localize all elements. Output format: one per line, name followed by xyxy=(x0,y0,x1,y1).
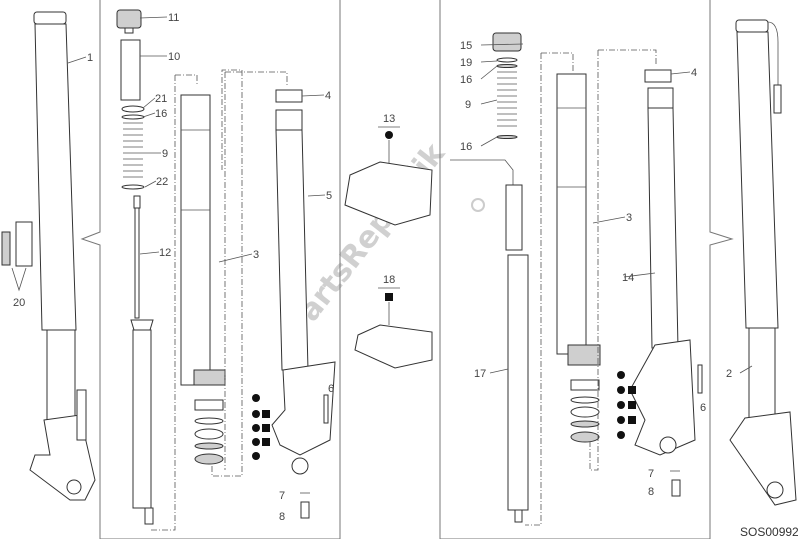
label-part-10: 10 xyxy=(168,51,180,63)
label-part-7: 7 xyxy=(279,490,285,502)
kit-circle-icon xyxy=(617,416,625,424)
part-16-ring-b xyxy=(496,135,518,139)
left-panel-frame xyxy=(80,0,341,539)
part-21-washer xyxy=(121,105,145,113)
label-part-13: 13 xyxy=(383,113,395,125)
part-11-cap xyxy=(116,9,142,34)
right-seal-kit-parts xyxy=(570,379,600,443)
fork-leg-left-assembly xyxy=(29,11,96,501)
label-part-21: 21 xyxy=(155,93,167,105)
kit-square-icon xyxy=(262,438,270,446)
kit-square-icon xyxy=(262,424,270,432)
part-13-kit xyxy=(344,126,433,226)
drawing-code: SOS00992 xyxy=(740,525,798,539)
label-part-16: 16 xyxy=(155,108,167,120)
kit-circle-icon xyxy=(252,452,260,460)
part-3-inner-tube xyxy=(180,94,226,386)
part-16-ring-a xyxy=(496,64,518,68)
part-5-outer-tube xyxy=(271,109,336,475)
label-part-17: 17 xyxy=(474,368,486,380)
label-part-6-right: 6 xyxy=(700,402,706,414)
label-part-7-right: 7 xyxy=(648,468,654,480)
label-part-14: 14 xyxy=(622,272,634,284)
part-6-pin xyxy=(323,394,329,424)
part-4-bush xyxy=(275,89,303,103)
part-6-pin-right xyxy=(697,364,703,394)
kit-circle-icon xyxy=(617,371,625,379)
label-part-12: 12 xyxy=(159,247,171,259)
part-18-kit xyxy=(354,287,433,369)
label-part-16b: 16 xyxy=(460,141,472,153)
kit-square-icon xyxy=(628,386,636,394)
label-part-2: 2 xyxy=(726,368,732,380)
kit-circle-icon xyxy=(617,401,625,409)
label-part-22: 22 xyxy=(156,176,168,188)
label-part-16a: 16 xyxy=(460,74,472,86)
label-part-8: 8 xyxy=(279,511,285,523)
part-8-bolt xyxy=(300,501,310,519)
kit-circle-icon xyxy=(252,424,260,432)
part-17-cartridge xyxy=(450,159,529,523)
label-part-8-right: 8 xyxy=(648,486,654,498)
label-part-15: 15 xyxy=(460,40,472,52)
part-22-ring xyxy=(121,184,145,190)
kit-square-icon xyxy=(262,410,270,418)
kit-symbols-left xyxy=(252,394,270,460)
part-4-bush-right xyxy=(644,69,672,83)
label-part-20: 20 xyxy=(13,297,25,309)
guide-line-2 xyxy=(224,71,288,470)
guide-line xyxy=(150,74,198,531)
label-part-4: 4 xyxy=(325,90,331,102)
part-15-cap xyxy=(492,32,522,52)
right-panel-frame xyxy=(439,0,734,539)
part-9-spring xyxy=(123,122,143,178)
part-19-ring xyxy=(496,57,518,63)
label-part-9: 9 xyxy=(162,148,168,160)
kit-symbols-right xyxy=(617,371,636,439)
guide-line-3 xyxy=(525,52,574,526)
kit-square-icon xyxy=(385,293,393,301)
part-3-inner-tube-right xyxy=(556,73,601,366)
kit-circle-icon xyxy=(252,410,260,418)
label-part-5: 5 xyxy=(326,190,332,202)
part-14-outer-tube xyxy=(629,87,696,456)
part-10-spacer xyxy=(120,39,141,101)
kit-square-icon xyxy=(628,416,636,424)
label-part-11: 11 xyxy=(168,12,179,24)
kit-circle-icon xyxy=(252,438,260,446)
part-20-pads xyxy=(1,221,33,292)
part-12-cartridge xyxy=(130,195,154,525)
guide-line-4 xyxy=(589,49,657,471)
left-seal-kit-parts xyxy=(194,69,243,477)
kit-circle-icon xyxy=(617,386,625,394)
label-part-3: 3 xyxy=(253,249,259,261)
watermark-gear-icon xyxy=(471,198,485,212)
leader-lines xyxy=(67,16,753,374)
kit-circle-icon xyxy=(252,394,260,402)
label-part-19: 19 xyxy=(460,57,472,69)
fork-leg-right-assembly xyxy=(729,19,797,506)
label-part-1: 1 xyxy=(87,52,93,64)
part-9-spring-right xyxy=(497,71,517,127)
label-part-6: 6 xyxy=(328,383,334,395)
label-part-4-right: 4 xyxy=(691,67,697,79)
part-16-ring xyxy=(121,114,145,120)
label-part-3-right: 3 xyxy=(626,212,632,224)
label-part-18: 18 xyxy=(383,274,395,286)
kit-circle-icon xyxy=(385,131,393,139)
label-part-9-right: 9 xyxy=(465,99,471,111)
kit-circle-icon xyxy=(617,431,625,439)
kit-square-icon xyxy=(628,401,636,409)
part-8-bolt-right xyxy=(671,479,681,497)
